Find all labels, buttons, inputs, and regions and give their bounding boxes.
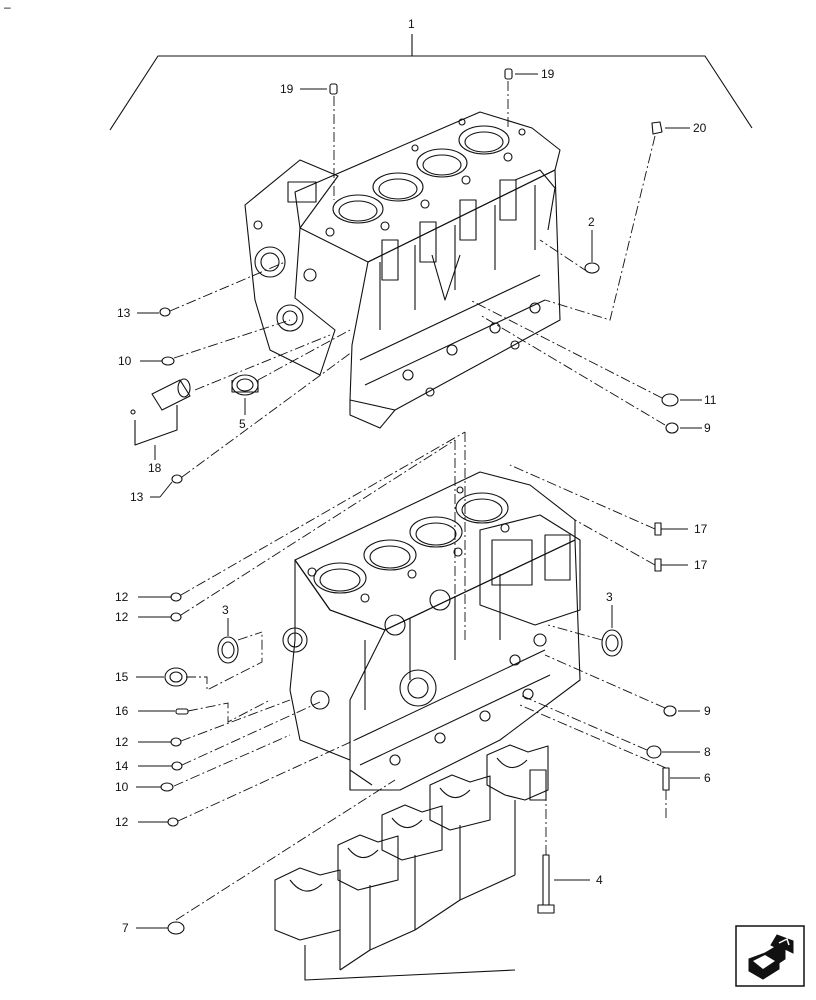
lower-engine-block <box>282 471 581 791</box>
assembly-bracket <box>109 55 753 131</box>
callout-20: 20 <box>693 121 707 135</box>
callout-6: 6 <box>704 771 711 785</box>
plug-7 <box>167 921 185 935</box>
callout-11: 11 <box>704 393 717 407</box>
plug-9b <box>663 705 677 717</box>
callout-13b: 13 <box>130 490 144 504</box>
callout-5: 5 <box>239 417 246 431</box>
upper-engine-block <box>244 111 561 429</box>
plug-12d <box>167 817 179 827</box>
callout-17b: 17 <box>694 558 708 572</box>
callout-12d: 12 <box>115 815 129 829</box>
plug-10a <box>161 356 175 366</box>
plug-13a <box>159 307 171 317</box>
plug-13b <box>171 474 183 484</box>
corner-mark: – <box>4 0 11 14</box>
callout-9a: 9 <box>704 421 711 435</box>
callout-4: 4 <box>596 873 603 887</box>
callout-13a: 13 <box>117 306 131 320</box>
seal-15 <box>164 667 188 687</box>
callout-9b: 9 <box>704 704 711 718</box>
callout-3b: 3 <box>606 590 613 604</box>
plug-12c <box>170 737 182 747</box>
seal-3a <box>217 636 239 664</box>
callout-14: 14 <box>115 759 129 773</box>
plug-8 <box>646 745 662 759</box>
callout-19b: 19 <box>541 67 555 81</box>
callout-17a: 17 <box>694 522 708 536</box>
plug-11 <box>661 393 679 407</box>
plug-10b <box>160 782 174 792</box>
callout-2: 2 <box>588 215 595 229</box>
callout-3a: 3 <box>222 603 229 617</box>
plug-14 <box>171 761 183 771</box>
plug-2 <box>584 262 600 274</box>
dowel-pin-19a <box>329 83 338 95</box>
callout-12a: 12 <box>115 590 129 604</box>
plug-12a <box>170 592 182 602</box>
callout-labels: 1 19 19 20 2 13 10 5 11 9 18 13 17 17 12… <box>115 17 717 935</box>
callout-12b: 12 <box>115 610 129 624</box>
callout-12c: 12 <box>115 735 129 749</box>
bearing-caps <box>274 744 549 981</box>
callout-10b: 10 <box>115 780 129 794</box>
plug-20 <box>651 121 663 135</box>
callout-16: 16 <box>115 704 129 718</box>
stud-6 <box>662 767 670 791</box>
callout-1: 1 <box>408 17 415 31</box>
plug-12b <box>170 612 182 622</box>
callout-7: 7 <box>122 921 129 935</box>
seal-3b <box>601 629 623 657</box>
pin-16 <box>175 708 189 715</box>
bolt-4 <box>542 854 550 906</box>
callout-8: 8 <box>704 745 711 759</box>
arrow-icon <box>735 925 805 987</box>
callout-10a: 10 <box>118 354 132 368</box>
sleeve-18 <box>151 379 191 411</box>
callout-18: 18 <box>148 461 162 475</box>
dowel-17a <box>654 522 662 536</box>
callout-19a: 19 <box>280 82 294 96</box>
plug-9a <box>665 422 679 434</box>
next-page-button[interactable] <box>735 925 805 987</box>
callout-15: 15 <box>115 670 129 684</box>
dowel-pin-19b <box>504 68 513 80</box>
dowel-17b <box>654 558 662 572</box>
